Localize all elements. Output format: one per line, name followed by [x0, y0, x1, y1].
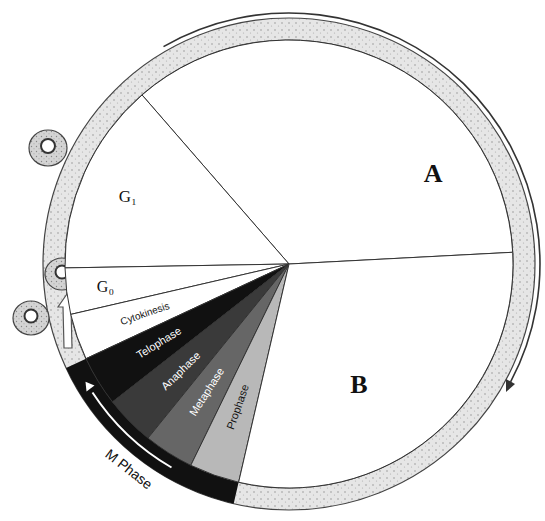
- phase-label: Telophase: [135, 326, 184, 362]
- sector-shape: [112, 264, 289, 438]
- phase-label: G₁: [119, 187, 137, 204]
- sector-shape: [86, 264, 289, 402]
- cell-icon: [45, 258, 79, 290]
- sector-shape: [65, 264, 289, 314]
- sector-shape: [239, 252, 513, 488]
- phase-label: Metaphase: [188, 366, 227, 418]
- cell-icon: [29, 130, 67, 166]
- phase-label: Prophase: [225, 383, 251, 431]
- phase-label: A: [424, 161, 443, 187]
- cell-icon: [13, 301, 49, 335]
- phase-label: G₀: [97, 279, 114, 295]
- phase-label: B: [350, 372, 367, 398]
- sector-shape: [191, 264, 289, 482]
- sector-shape: [71, 264, 289, 359]
- sector-shape: [148, 264, 289, 465]
- phase-label: Anaphase: [159, 349, 202, 392]
- sector-shape: [142, 40, 513, 264]
- phase-label: Cytokinesis: [119, 300, 171, 326]
- sector-shape: [65, 95, 289, 268]
